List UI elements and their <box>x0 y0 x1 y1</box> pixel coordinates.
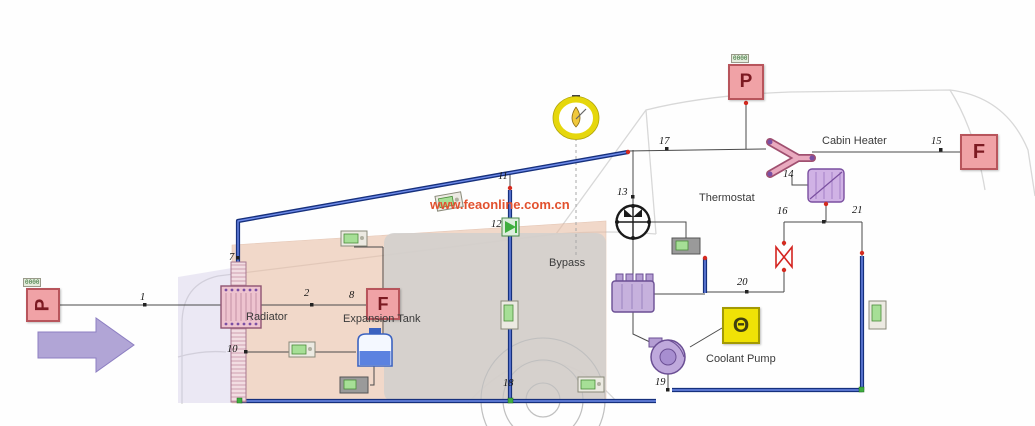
port-number-15: 15 <box>931 136 942 147</box>
pressure-source-block-top[interactable]: P <box>728 64 764 100</box>
port-number-20: 20 <box>737 277 748 288</box>
flow-block-right[interactable]: F <box>960 134 998 170</box>
port-number-16: 16 <box>777 206 788 217</box>
thermostat-valve-icon[interactable] <box>615 204 651 240</box>
restriction-valve-icon[interactable] <box>775 244 793 270</box>
sensor-display-diagonal[interactable] <box>434 191 464 212</box>
sensor-display-tank-top[interactable] <box>340 230 368 247</box>
coolant-pump-label: Coolant Pump <box>706 353 776 365</box>
thermostat-label: Thermostat <box>699 192 755 204</box>
port-number-14: 14 <box>783 169 794 180</box>
flow-block-tank[interactable]: F <box>366 288 400 320</box>
mcv-block-thermostat[interactable] <box>671 237 701 255</box>
coolant-pump-icon[interactable] <box>648 337 686 375</box>
radiator-core-strip[interactable] <box>230 261 247 403</box>
sensor-display-bypass[interactable] <box>500 300 519 330</box>
pressure-top-counter: 0000 <box>731 54 750 63</box>
radiator-icon[interactable] <box>220 285 262 329</box>
sensor-display-tank-left[interactable] <box>288 341 316 358</box>
mcv-block-tank[interactable] <box>339 376 369 394</box>
temperature-gauge-icon[interactable] <box>552 95 600 140</box>
pressure-source-top-letter: P <box>739 71 753 92</box>
flow-block-right-letter: F <box>972 140 986 163</box>
flow-block-tank-letter: F <box>377 293 389 314</box>
heater-branch-icon[interactable] <box>766 138 816 178</box>
port-number-19: 19 <box>655 377 666 388</box>
watermark-text: www.feaonline.com.cn <box>430 197 570 212</box>
port-number-13: 13 <box>617 187 628 198</box>
bypass-valve-icon[interactable] <box>501 217 520 237</box>
temperature-block-letter: Θ <box>732 313 750 337</box>
engine-icon[interactable] <box>611 273 655 313</box>
connection-lines <box>60 101 960 390</box>
heater-core-icon[interactable] <box>807 168 845 203</box>
port-number-21: 21 <box>852 205 863 216</box>
cabin-heater-label: Cabin Heater <box>822 135 887 147</box>
port-number-1: 1 <box>140 292 146 303</box>
port-number-2: 2 <box>304 288 310 299</box>
pressure-source-left-letter: P <box>32 298 53 312</box>
sensor-display-right-pipe[interactable] <box>868 300 887 330</box>
port-number-11: 11 <box>498 171 508 182</box>
port-number-12: 12 <box>491 219 502 230</box>
pressure-left-counter: 0000 <box>23 278 42 287</box>
pressure-source-block-left[interactable]: P <box>26 288 60 322</box>
expansion-tank-label: Expansion Tank <box>343 313 421 325</box>
port-number-10: 10 <box>227 344 238 355</box>
sensor-display-bottom[interactable] <box>577 376 605 393</box>
expansion-tank-icon[interactable] <box>357 328 393 367</box>
flow-source-arrow[interactable] <box>37 317 135 373</box>
port-number-17: 17 <box>659 136 670 147</box>
port-dots <box>143 100 943 404</box>
temperature-block-pump[interactable]: Θ <box>722 307 760 344</box>
radiator-label: Radiator <box>246 311 288 323</box>
port-number-7: 7 <box>229 252 235 263</box>
engine-bay-regions <box>178 220 607 404</box>
port-number-18: 18 <box>503 378 514 389</box>
bypass-label: Bypass <box>549 257 586 269</box>
port-number-8: 8 <box>349 290 355 301</box>
